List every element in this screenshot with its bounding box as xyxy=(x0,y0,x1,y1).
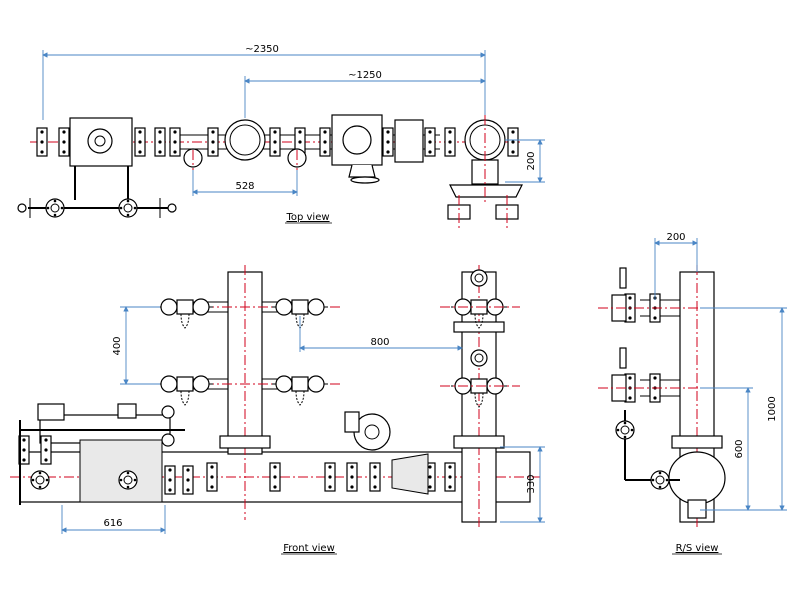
dim-label-800: 800 xyxy=(370,337,389,348)
side-upper-branch xyxy=(598,267,700,323)
dim-top-mid: ~1250 xyxy=(244,70,486,118)
side-view-title: R/S view xyxy=(676,543,719,554)
dim-front-400: 400 xyxy=(112,306,160,385)
dim-side-600: 600 xyxy=(700,387,753,511)
dim-front-330: 330 xyxy=(500,446,545,523)
dim-label-616: 616 xyxy=(103,518,122,529)
front-header-fittings xyxy=(206,411,456,495)
front-view-title: Front view xyxy=(283,543,335,554)
front-hydrants-left xyxy=(150,298,340,406)
front-view: 400 800 616 330 Front view xyxy=(10,265,545,555)
side-view: 200 1000 600 R/S view xyxy=(598,232,787,555)
top-view: ~2350 ~1250 xyxy=(17,44,545,230)
dim-top-528: 528 xyxy=(192,170,298,196)
top-view-title: Top view xyxy=(285,212,329,223)
top-pump-unit xyxy=(17,117,181,218)
dim-label-330: 330 xyxy=(526,474,537,493)
dim-label-200-top: 200 xyxy=(526,151,537,170)
dim-label-600: 600 xyxy=(734,439,745,458)
dim-label-1250: ~1250 xyxy=(348,70,382,81)
dim-label-1000: 1000 xyxy=(767,396,778,421)
front-hydrants-right xyxy=(440,269,520,408)
dim-label-2350: ~2350 xyxy=(245,44,279,55)
side-lower-branch xyxy=(598,347,700,490)
dim-label-400: 400 xyxy=(112,336,123,355)
front-pump-unit xyxy=(18,403,194,505)
dim-side-1000: 1000 xyxy=(700,307,787,511)
top-gate-valve xyxy=(319,114,456,184)
dim-label-528: 528 xyxy=(235,181,254,192)
dim-front-616: 616 xyxy=(61,505,166,534)
top-hydrant-valves xyxy=(180,119,440,170)
dim-top-200: 200 xyxy=(505,139,545,183)
dim-side-200: 200 xyxy=(654,232,698,300)
dim-top-overall: ~2350 xyxy=(42,44,486,120)
dim-front-800: 800 xyxy=(299,316,463,352)
dim-label-200-side: 200 xyxy=(666,232,685,243)
top-riser-tee xyxy=(447,115,523,230)
